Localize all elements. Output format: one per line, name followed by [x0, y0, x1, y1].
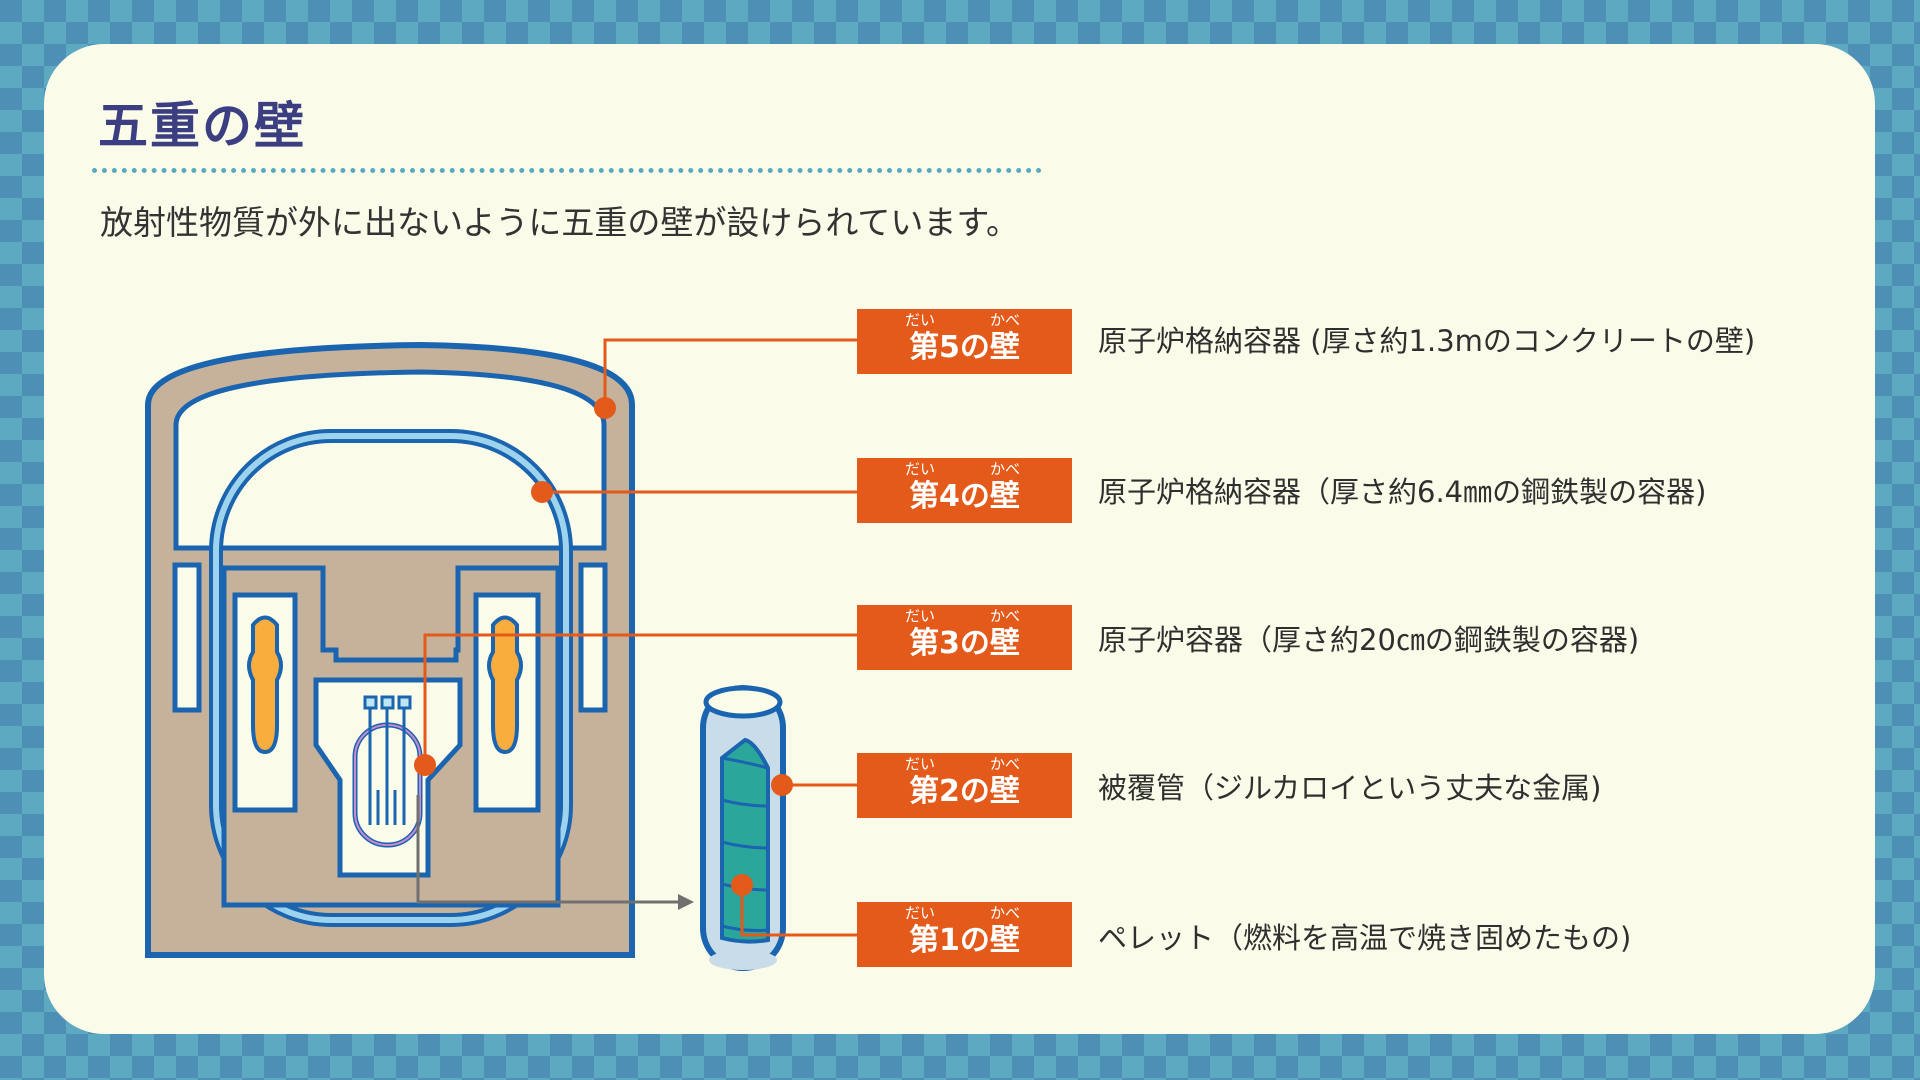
wall-1-description: ペレット（燃料を高温で焼き固めたもの) [1098, 921, 1632, 955]
left-steam-generator [247, 615, 283, 755]
dot-wall-4 [531, 481, 553, 503]
page-subtitle: 放射性物質が外に出ないように五重の壁が設けられています。 [100, 203, 1020, 242]
ruby-kabe: かべ [990, 904, 1021, 922]
right-wall-slot [578, 562, 608, 713]
leader-wall-3 [423, 633, 857, 765]
cladding-tube-top [703, 685, 783, 719]
dot-wall-3 [414, 754, 436, 776]
wall-5-badge: だい かべ 第5の壁 [857, 309, 1072, 374]
dot-wall-1 [731, 874, 753, 896]
ruby-kabe: かべ [990, 755, 1021, 773]
wall-2-label: 第2の壁 [909, 774, 1020, 809]
wall-4-badge: だい かべ 第4の壁 [857, 458, 1072, 523]
left-wall-slot [172, 562, 202, 713]
wall-5-label: 第5の壁 [909, 330, 1020, 365]
ruby-dai: だい [905, 755, 936, 773]
dot-wall-5 [594, 397, 616, 419]
ruby-dai: だい [905, 607, 936, 625]
ruby-dai: だい [905, 904, 936, 922]
fuel-pellets [720, 737, 770, 944]
dotted-divider [92, 168, 1042, 173]
wall-1-label: 第1の壁 [909, 923, 1020, 958]
leader-wall-5 [603, 338, 857, 408]
zoom-arrow [416, 795, 678, 904]
leader-wall-1 [740, 885, 857, 937]
wall-3-description: 原子炉容器（厚さ約20㎝の鋼鉄製の容器) [1098, 623, 1640, 657]
wall-5-description: 原子炉格納容器 (厚さ約1.3mのコンクリートの壁) [1098, 324, 1756, 358]
right-steam-generator [487, 615, 523, 755]
leader-lines [423, 338, 857, 937]
ruby-dai: だい [905, 460, 936, 478]
wall-2-badge: だい かべ 第2の壁 [857, 753, 1072, 818]
wall-2-description: 被覆管（ジルカロイという丈夫な金属) [1098, 771, 1602, 805]
wall-4-label: 第4の壁 [909, 479, 1020, 514]
dot-wall-2 [771, 774, 793, 796]
ruby-kabe: かべ [990, 460, 1021, 478]
ruby-kabe: かべ [990, 311, 1021, 329]
wall-3-badge: だい かべ 第3の壁 [857, 605, 1072, 670]
ruby-kabe: かべ [990, 607, 1021, 625]
wall-4-description: 原子炉格納容器（厚さ約6.4㎜の鋼鉄製の容器) [1098, 475, 1707, 509]
leader-dots [414, 397, 793, 896]
page-title: 五重の壁 [98, 97, 306, 155]
containment-interior [173, 369, 607, 551]
wall-3-label: 第3の壁 [909, 626, 1020, 661]
zoom-arrow-head [678, 894, 694, 910]
ruby-dai: だい [905, 311, 936, 329]
wall-1-badge: だい かべ 第1の壁 [857, 902, 1072, 967]
control-rods [363, 695, 412, 825]
